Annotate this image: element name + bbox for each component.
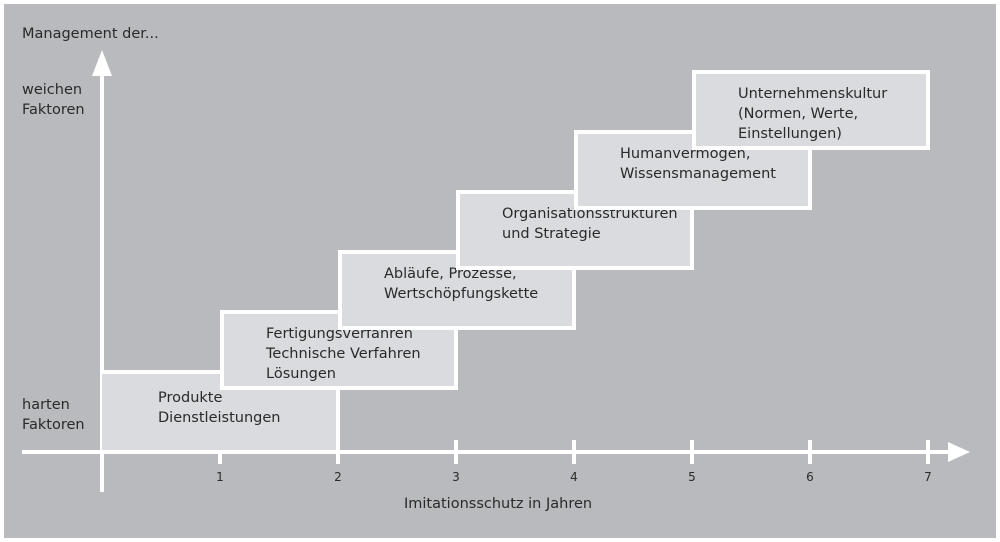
y-axis-arrow <box>92 50 112 76</box>
tick-label-2: 2 <box>334 470 342 484</box>
x-axis-arrow <box>948 442 970 462</box>
tick-label-1: 1 <box>216 470 224 484</box>
y-bottom-label: harten Faktoren <box>22 397 85 433</box>
tick-label-4: 4 <box>570 470 578 484</box>
tick-label-5: 5 <box>688 470 696 484</box>
tick-label-3: 3 <box>452 470 460 484</box>
tick-label-7: 7 <box>924 470 932 484</box>
y-top-label: weichen Faktoren <box>22 82 85 118</box>
x-axis-title: Imitationsschutz in Jahren <box>404 496 593 512</box>
tick-label-6: 6 <box>806 470 814 484</box>
step-box-6: Unternehmenskultur (Normen, Werte, Einst… <box>692 70 930 150</box>
tick-marks <box>218 440 930 464</box>
y-axis-title: Management der... <box>22 26 159 42</box>
